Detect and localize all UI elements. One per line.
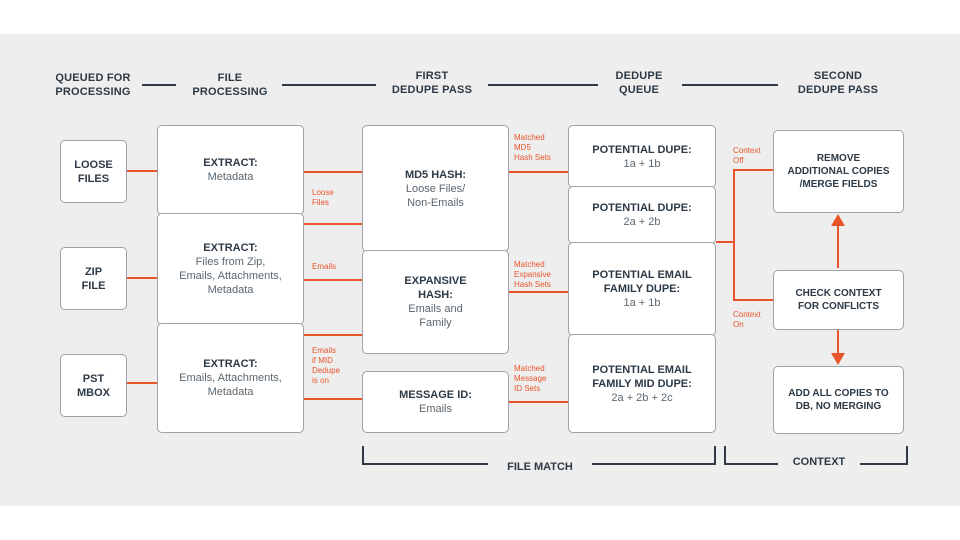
md5-hash-sub: Loose Files/ Non-Emails [405,182,466,209]
add-copies-title: ADD ALL COPIES TO DB, NO MERGING [788,388,889,412]
file-match-bracket-right [592,446,716,465]
remove-copies-box: REMOVE ADDITIONAL COPIES /MERGE FIELDS [773,130,904,213]
label-emails: Emails [312,262,337,271]
expansive-hash-title: EXPANSIVE HASH: [404,275,467,301]
connector-queue-context-on [733,242,774,301]
remove-copies-title: REMOVE ADDITIONAL COPIES /MERGE FIELDS [787,153,890,190]
label-context-off: Context Off [733,146,761,165]
extract-zip-title: EXTRACT: [203,242,258,254]
extract-metadata-title: EXTRACT: [203,157,258,169]
label-emails-mid: Emails if MID Dedupe is on [312,346,341,385]
input-zip-file: ZIP FILE [60,247,127,310]
input-pst-mbox: PST MBOX [60,354,127,417]
file-match-bracket-left [362,446,488,465]
extract-metadata-box: EXTRACT: Metadata [157,125,304,215]
label-context-on: Context On [733,310,761,329]
label-loose-files: Loose Files [312,188,334,207]
queue-potential-email-family: POTENTIAL EMAIL FAMILY DUPE: 1a + 1b [568,242,716,336]
extract-zip-sub: Files from Zip, Emails, Attachments, Met… [179,256,282,296]
queue-email-mid-title: POTENTIAL EMAIL FAMILY MID DUPE: [592,363,692,390]
label-matched-md5: Matched MD5 Hash Sets [514,133,551,162]
queue-potential-dupe-2-sub: 2a + 2b [623,216,661,228]
queue-potential-dupe-2-title: POTENTIAL DUPE: [592,202,692,214]
queue-email-mid-sub: 2a + 2b + 2c [611,391,673,404]
check-context-box: CHECK CONTEXT FOR CONFLICTS [773,270,904,330]
queue-potential-dupe-1: POTENTIAL DUPE: 1a + 1b [568,125,716,188]
input-zip-file-label: ZIP FILE [81,265,106,292]
queue-email-family-sub: 1a + 1b [623,297,661,309]
expansive-hash-sub: Emails and Family [408,303,463,329]
extract-pst-box: EXTRACT: Emails, Attachments, Metadata [157,323,304,433]
message-id-title: MESSAGE ID: [399,389,472,401]
label-matched-message: Matched Message ID Sets [514,364,547,393]
header-queued-for-processing: QUEUED FOR PROCESSING [55,72,131,98]
md5-hash-box: MD5 HASH: Loose Files/ Non-Emails [362,125,509,252]
input-loose-files: LOOSE FILES [60,140,127,203]
arrowhead-up [831,214,845,226]
message-id-box: MESSAGE ID: Emails [362,371,509,433]
queue-potential-email-mid: POTENTIAL EMAIL FAMILY MID DUPE: 2a + 2b… [568,334,716,433]
connector-queue-context-off [716,169,774,243]
context-bracket-right [860,446,908,465]
label-matched-expansive: Matched Expansive Hash Sets [514,260,551,289]
file-match-label: FILE MATCH [507,461,573,473]
check-context-title: CHECK CONTEXT FOR CONFLICTS [795,288,882,312]
message-id-sub: Emails [418,403,452,415]
expansive-hash-box: EXPANSIVE HASH: Emails and Family [362,250,509,354]
arrowhead-down [831,353,845,365]
md5-hash-title: MD5 HASH: [404,168,467,181]
header-first-dedupe-pass: FIRST DEDUPE PASS [391,70,473,96]
queue-potential-dupe-1-sub: 1a + 1b [623,157,661,170]
queue-potential-dupe-1-title: POTENTIAL DUPE: [592,143,692,156]
queue-potential-dupe-2: POTENTIAL DUPE: 2a + 2b [568,186,716,244]
header-second-dedupe-pass: SECOND DEDUPE PASS [797,70,879,96]
extract-pst-sub: Emails, Attachments, Metadata [179,372,282,398]
input-pst-mbox-label: PST MBOX [77,372,110,399]
extract-zip-box: EXTRACT: Files from Zip, Emails, Attachm… [157,213,304,325]
extract-pst-title: EXTRACT: [203,358,258,370]
context-label: CONTEXT [792,456,846,468]
queue-email-family-title: POTENTIAL EMAIL FAMILY DUPE: [592,269,692,295]
context-bracket-left [724,446,778,465]
header-file-processing: FILE PROCESSING [192,72,268,98]
header-dedupe-queue: DEDUPE QUEUE [615,70,663,96]
extract-metadata-sub: Metadata [207,171,254,183]
input-loose-files-label: LOOSE FILES [74,158,113,185]
add-copies-box: ADD ALL COPIES TO DB, NO MERGING [773,366,904,434]
